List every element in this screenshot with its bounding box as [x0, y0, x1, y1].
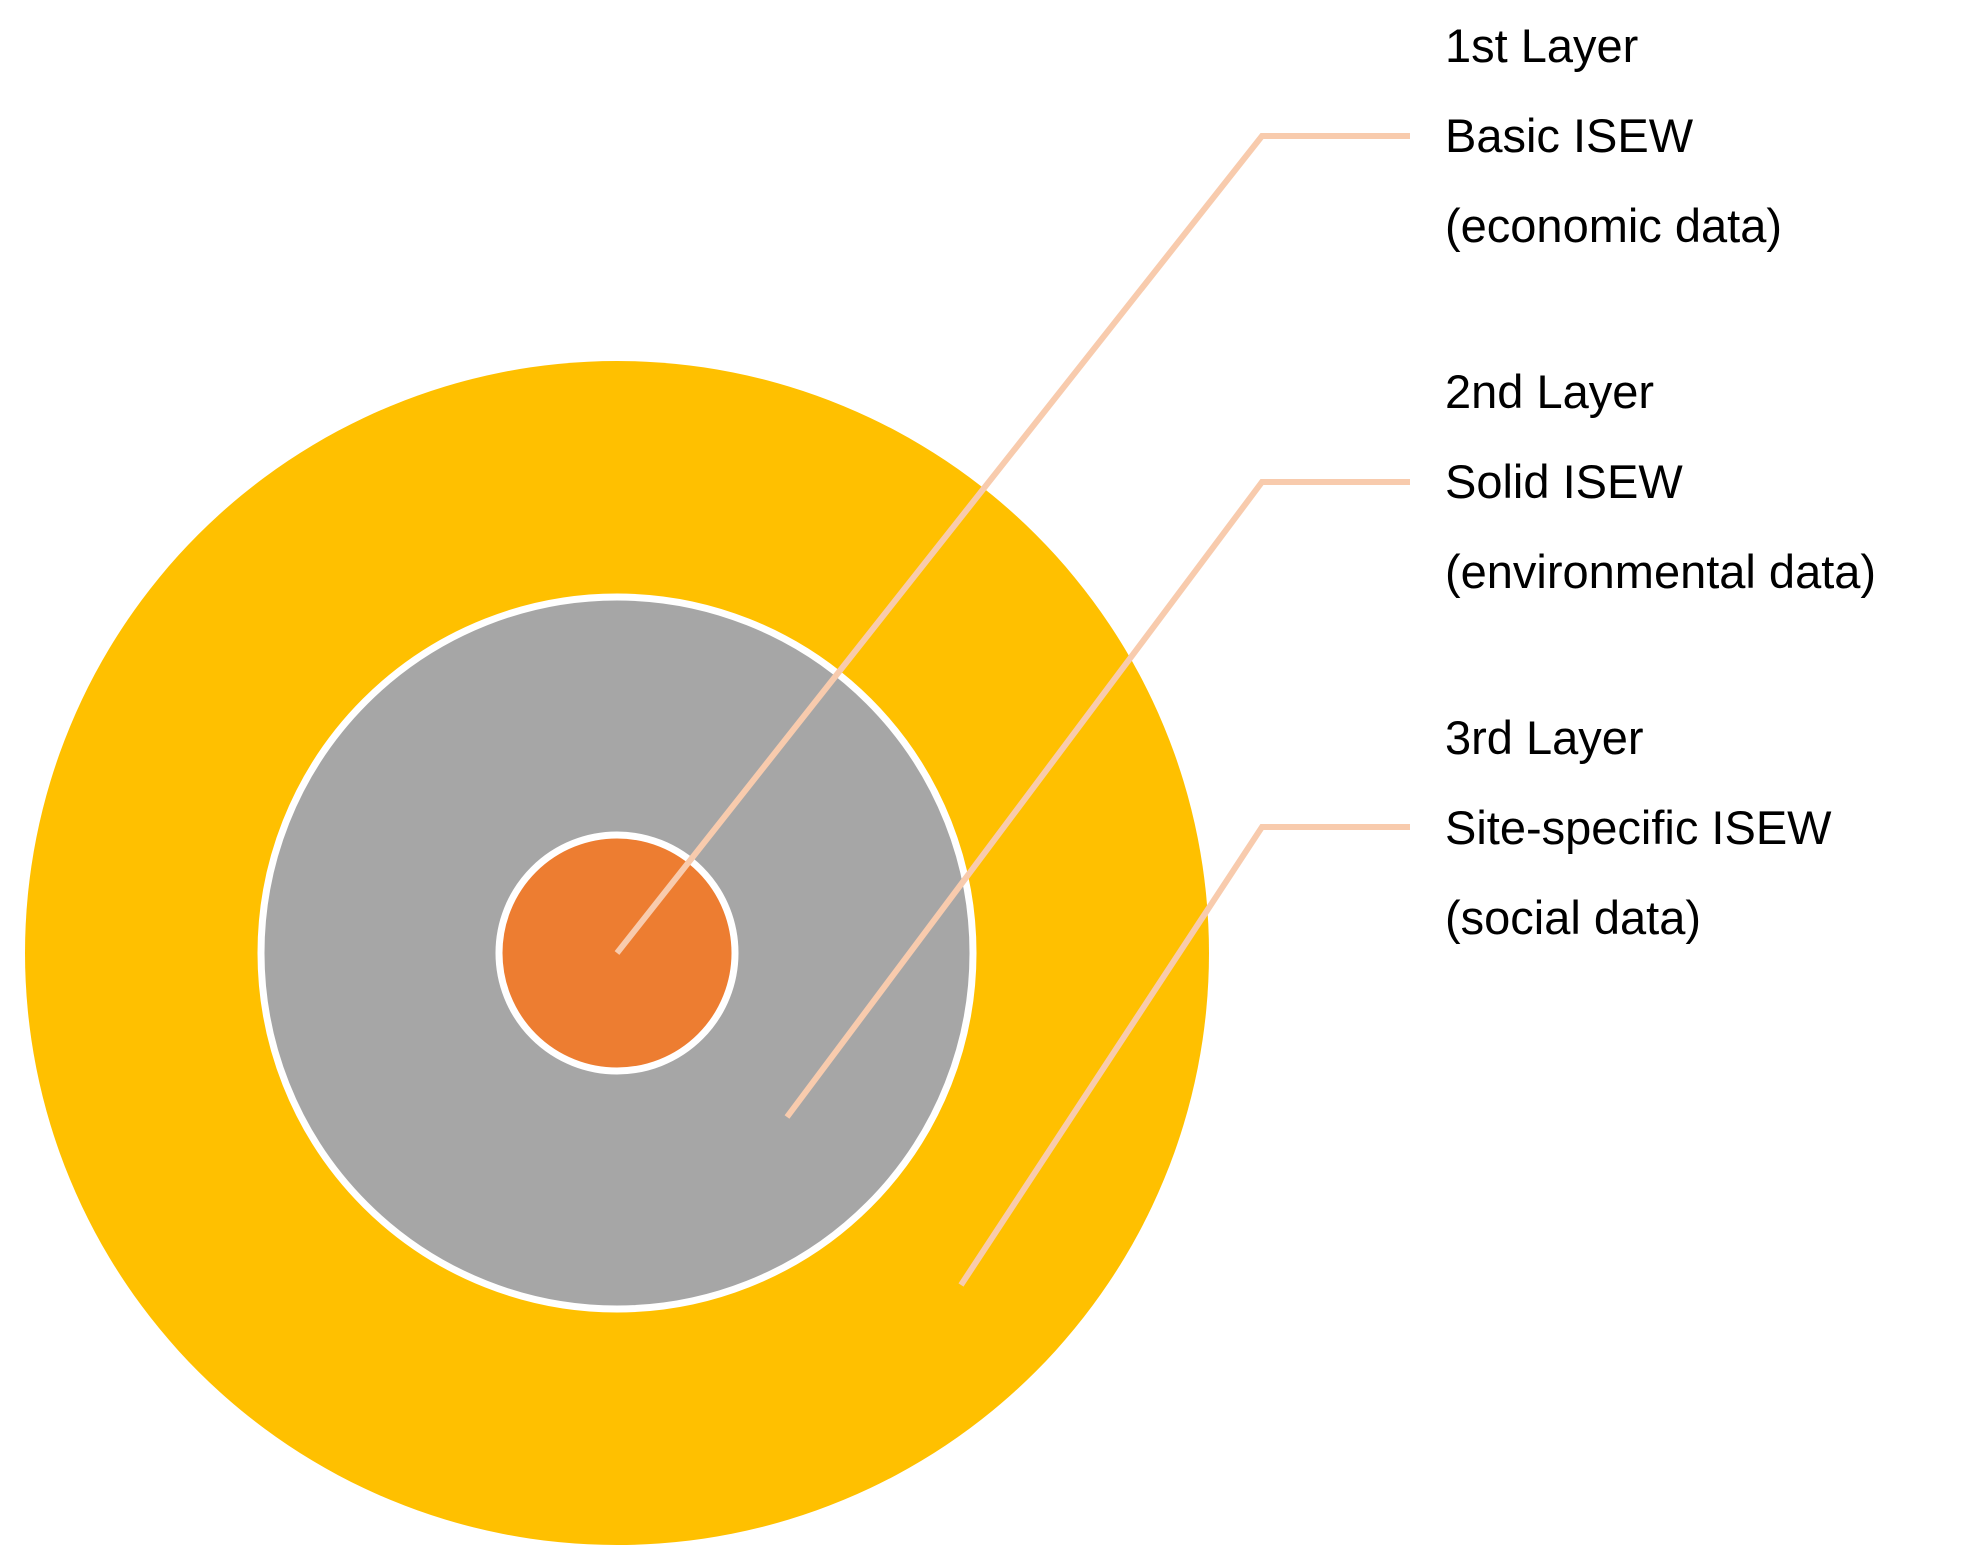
layer-1-name: Basic ISEW — [1445, 109, 1694, 162]
layer-1-heading: 1st Layer — [1445, 19, 1638, 72]
leader-line-second-layer — [784, 479, 1410, 1119]
layer-2-data-type: (environmental data) — [1445, 545, 1876, 598]
layer-2-name: Solid ISEW — [1445, 455, 1683, 508]
layer-3-heading: 3rd Layer — [1445, 711, 1644, 764]
leader-line-third-layer — [958, 824, 1410, 1287]
layer-3-data-type: (social data) — [1445, 891, 1701, 944]
layer-1-data-type: (economic data) — [1445, 199, 1782, 252]
leader-line-first-layer — [614, 133, 1410, 955]
layer-3-name: Site-specific ISEW — [1445, 801, 1832, 854]
layer-2-heading: 2nd Layer — [1445, 365, 1654, 418]
